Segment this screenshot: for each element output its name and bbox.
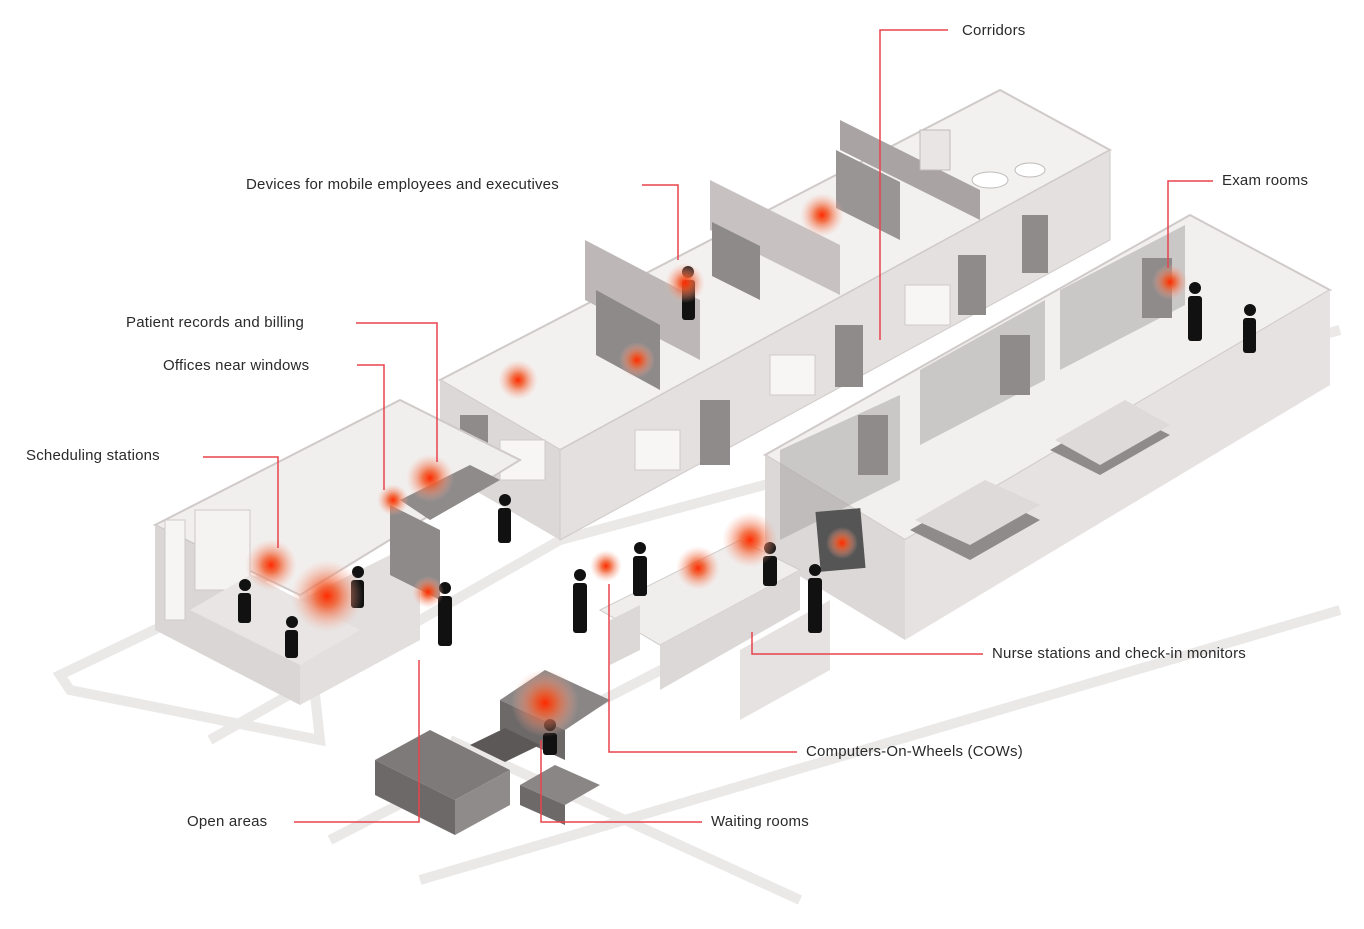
leader-open-areas	[294, 660, 420, 823]
leader-waiting-rooms	[540, 740, 702, 823]
leader-exam-rooms	[1167, 180, 1213, 268]
label-corridors: Corridors	[962, 22, 1026, 39]
leader-corridors	[879, 29, 948, 340]
person-silhouette	[285, 616, 298, 658]
person-silhouette	[1188, 282, 1202, 341]
person-silhouette	[238, 579, 251, 623]
label-open-areas: Open areas	[187, 813, 268, 830]
hotspot	[291, 560, 363, 632]
device-hotspots	[245, 193, 1188, 737]
hotspot	[826, 527, 858, 559]
hotspot	[406, 454, 454, 502]
person-silhouette	[498, 494, 511, 543]
left-office-block	[152, 398, 523, 705]
label-nurse-stations: Nurse stations and check-in monitors	[992, 645, 1246, 662]
hotspot	[665, 263, 705, 303]
label-offices-windows: Offices near windows	[163, 357, 310, 374]
leader-lines	[203, 29, 1213, 823]
hotspot	[511, 669, 579, 737]
label-devices-mobile: Devices for mobile employees and executi…	[246, 176, 559, 193]
hotspot	[619, 342, 655, 378]
hotspot	[377, 484, 409, 516]
label-cows: Computers-On-Wheels (COWs)	[806, 743, 1023, 760]
hotspot	[722, 512, 778, 568]
label-patient-records: Patient records and billing	[126, 314, 305, 331]
hotspot	[676, 546, 720, 590]
person-silhouette	[573, 569, 587, 633]
label-waiting-rooms: Waiting rooms	[711, 813, 809, 830]
label-exam-rooms: Exam rooms	[1222, 172, 1309, 189]
leader-cows	[608, 584, 797, 753]
person-silhouette	[808, 564, 822, 633]
hotspot	[800, 193, 844, 237]
hotspot	[412, 576, 444, 608]
hotspot	[590, 550, 622, 582]
leader-devices-mobile	[642, 184, 679, 260]
person-silhouette	[633, 542, 647, 596]
leader-scheduling	[203, 456, 279, 548]
patient-wing	[763, 213, 1333, 640]
hotspot	[498, 360, 538, 400]
hotspot	[1152, 264, 1188, 300]
hotspot	[245, 539, 297, 591]
leader-patient-records	[356, 322, 438, 462]
leader-offices-windows	[357, 364, 385, 490]
label-scheduling: Scheduling stations	[26, 447, 160, 464]
person-silhouette	[1243, 304, 1256, 353]
leader-nurse-stations	[751, 632, 983, 655]
